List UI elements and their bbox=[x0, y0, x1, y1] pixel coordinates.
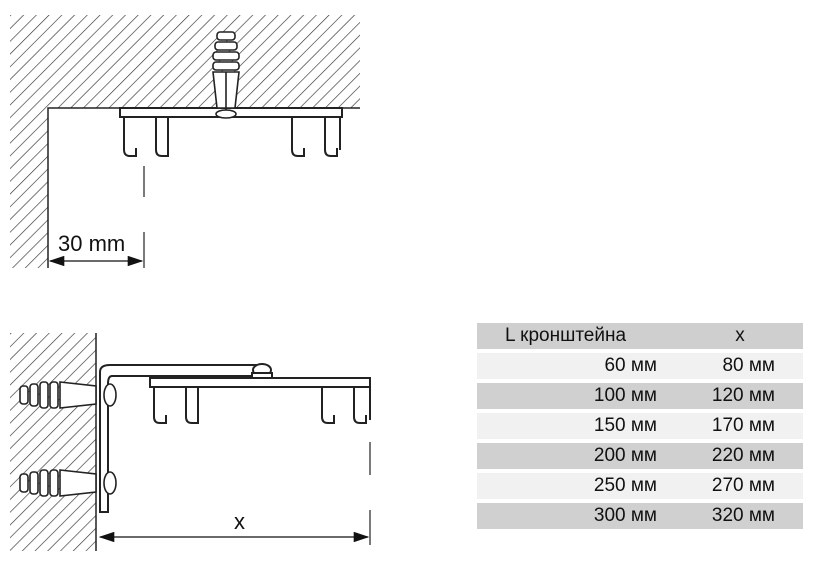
ceiling-wall-hatch bbox=[10, 15, 360, 268]
header-bracket-length: L кронштейна bbox=[477, 323, 677, 349]
bracket-length-cell: 250 мм bbox=[477, 473, 677, 499]
header-x: x bbox=[677, 323, 803, 349]
curtain-rail-profile-bottom bbox=[149, 377, 371, 424]
table-header-row: L кронштейна x bbox=[477, 323, 803, 349]
wall-dowel-lower bbox=[19, 469, 117, 497]
bracket-length-cell: 150 мм bbox=[477, 413, 677, 439]
x-value-cell: 320 мм bbox=[677, 503, 803, 529]
x-value-cell: 170 мм bbox=[677, 413, 803, 439]
x-value-cell: 80 мм bbox=[677, 353, 803, 379]
ceiling-dowel bbox=[212, 31, 240, 119]
dimension-label-30mm: 30 mm bbox=[58, 231, 125, 256]
x-value-cell: 220 мм bbox=[677, 443, 803, 469]
x-value-cell: 120 мм bbox=[677, 383, 803, 409]
wall-hatch bbox=[10, 333, 96, 551]
wall-mount-view: x bbox=[10, 333, 371, 551]
bracket-length-cell: 300 мм bbox=[477, 503, 677, 529]
ceiling-mount-view: 30 mm bbox=[10, 15, 360, 268]
x-value-cell: 270 мм bbox=[677, 473, 803, 499]
wall-dowel-upper bbox=[19, 381, 117, 409]
bracket-length-cell: 200 мм bbox=[477, 443, 677, 469]
dimension-label-x: x bbox=[234, 509, 245, 534]
bracket-length-cell: 100 мм bbox=[477, 383, 677, 409]
bracket-length-cell: 60 мм bbox=[477, 353, 677, 379]
